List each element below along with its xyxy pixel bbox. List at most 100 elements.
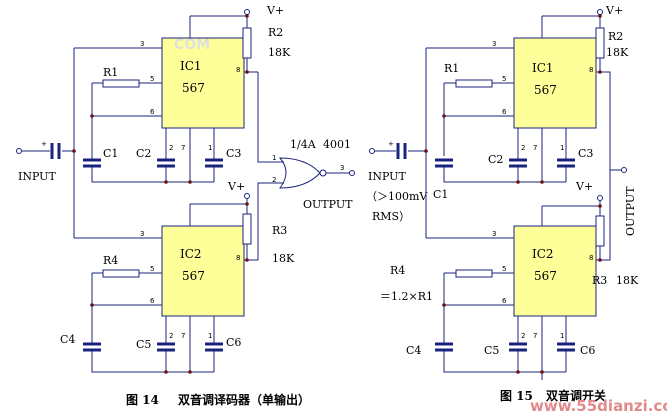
fig15-input-capacitor [396,143,407,159]
fig15-r1-resistor [455,79,493,88]
fig14-vplus1-label: V+ [266,4,284,17]
fig15-ic1-name: IC1 [532,61,554,75]
fig15-r4-junction [442,303,446,307]
fig15-ic1-pin8: 8 [589,66,593,74]
fig14-gate-part: 4001 [323,138,351,151]
fig15-c1-label: C1 [433,188,448,201]
fig14-r3-label: R3 [272,224,287,237]
fig15-c6-label: C6 [580,344,595,357]
fig14-ic2-part: 567 [182,269,205,283]
fig15-caption-text: 双音调开关 [546,388,606,403]
fig14-gnd2-dot2 [188,370,192,374]
fig14-r3-bottom-wire [244,244,258,261]
fig14-vplus2-junction [245,202,249,206]
fig14-vplus2-terminal [244,193,250,199]
fig14-r3-resistor [242,213,252,245]
fig14-r3-value: 18K [272,252,295,265]
figure-14: IC1 567 IC2 567 + INPUT 3 3 R1 5 6 C1 C2… [16,4,355,407]
fig14-gate-name: 1/4A [290,138,317,151]
fig15-c5-capacitor [509,342,527,352]
fig15-vplus1-wire [541,15,601,38]
fig14-r4-label: R4 [103,254,118,267]
fig15-ic1-body [513,37,597,129]
fig15-r4-label: R4 [390,264,405,277]
fig15-ic2-body [513,225,597,317]
fig15-input-junction [424,149,428,153]
fig15-ic2-pin8: 8 [589,254,593,262]
fig14-input-label: INPUT [18,170,56,183]
fig14-c1-capacitor [83,158,101,168]
fig15-ic2-name: IC2 [532,247,554,261]
fig15-r1-wires [443,82,514,156]
fig15-r3-label: R3 [592,274,607,287]
fig14-r1-label: R1 [103,66,118,79]
fig15-c4-gnd [443,350,566,373]
watermark-top: COM [174,37,210,53]
fig15-r4-value: ＝1.2×R1 [380,290,433,303]
fig14-output-label: OUTPUT [303,198,353,211]
fig14-c3-capacitor [205,158,223,168]
fig15-ic1-pin3: 3 [492,40,496,48]
fig14-gate-pin2: 2 [272,176,276,184]
fig14-ic1-pin1: 1 [208,144,212,152]
fig14-r1-wires [91,82,162,160]
fig14-c6-label: C6 [226,336,241,349]
fig14-c1-label: C1 [103,147,118,160]
fig14-ic1-pin2: 2 [169,144,173,152]
fig14-ic2-pin3: 3 [140,230,144,238]
fig15-output-label: OUTPUT [624,186,637,236]
fig14-ic1-pin3: 3 [140,40,144,48]
fig15-ic2-pin7: 7 [533,332,537,340]
fig15-c3-capacitor [557,158,575,168]
fig14-vplus1-terminal [244,9,250,15]
fig14-c2-label: C2 [136,147,151,160]
fig15-gnd2-dot1 [516,370,520,374]
fig15-vplus2-junction [598,204,602,208]
fig14-c2-capacitor [157,158,175,168]
watermark-bottom: www.55dianzi.com [530,397,667,415]
fig15-c4-label: C4 [406,344,421,357]
fig14-r1-resistor [102,79,140,88]
fig14-r4-wires [91,272,162,340]
fig15-r1-label: R1 [444,62,459,75]
fig14-input-bus [73,47,162,239]
fig15-c4-capacitor [435,342,453,352]
fig14-ic1-pin5: 5 [150,75,154,83]
fig14-ic1-pin6: 6 [150,108,155,116]
fig14-ic2-pin7: 7 [181,332,185,340]
fig15-output-terminal [621,167,627,173]
fig15-r2-resistor [595,27,605,59]
fig15-ic2-pin3: 3 [492,230,496,238]
fig15-input-terminal [369,148,375,154]
fig15-ic2-pin5: 5 [502,265,506,273]
fig14-gate-pin3: 3 [340,164,344,172]
fig14-ic1-name: IC1 [180,59,202,73]
fig15-pin8b-junction [598,258,602,262]
fig15-c2-label: C2 [488,153,503,166]
fig14-ic1-body [161,37,245,129]
fig14-vplus2-wire [189,199,248,226]
fig15-ic2-bottom-pins [517,316,567,380]
fig14-ic2-bottom-pins [165,316,215,372]
fig15-input-note: （＞100mV [366,190,428,203]
fig14-vplus1-wire [189,15,248,38]
fig15-vplus2-wire [541,201,601,226]
fig15-r4-wires [443,272,514,344]
fig15-input-cap-plus: + [388,140,394,148]
fig15-r2-bottom-wire [596,58,611,261]
fig15-vplus1-label: V+ [605,4,623,17]
fig14-vplus1-junction [245,14,249,18]
fig15-ic1-pin1: 1 [560,144,564,152]
fig14-gate-in1-wire [257,72,284,163]
fig14-input-cap-plus: + [41,140,47,148]
fig14-gate-in2-wire [257,182,284,260]
fig14-c4-capacitor [83,342,101,352]
fig14-ic2-pin5: 5 [150,265,154,273]
fig15-ic1-pin2: 2 [521,144,525,152]
fig15-ic2-pin6: 6 [502,297,507,305]
fig15-ic1-bottom-pins [517,128,567,182]
fig14-nor-gate [278,157,321,189]
fig14-ic1-part: 567 [182,81,205,95]
fig15-c6-capacitor [557,342,575,352]
fig15-c3-label: C3 [578,147,593,160]
